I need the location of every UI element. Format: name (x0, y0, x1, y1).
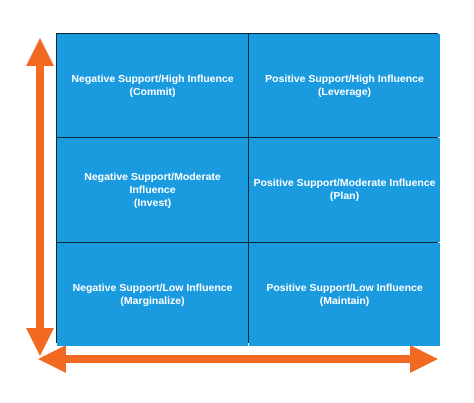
quadrant-positive-low: Positive Support/Low Influence (Maintain… (249, 243, 440, 346)
horizontal-axis-arrowhead-left (38, 345, 66, 373)
quadrant-positive-moderate: Positive Support/Moderate Influence (Pla… (249, 138, 440, 242)
quadrant-title: Negative Support/Moderate Influence (84, 170, 221, 196)
horizontal-axis-arrowhead-right (410, 345, 438, 373)
quadrant-title: Negative Support/Low Influence (72, 281, 233, 294)
quadrant-action: (Leverage) (317, 85, 372, 98)
quadrant-title: Positive Support/Moderate Influence (253, 177, 436, 189)
quadrant-grid: Negative Support/High Influence (Commit)… (56, 33, 440, 346)
quadrant-title: Positive Support/High Influence (265, 72, 424, 85)
quadrant-action: (Commit) (129, 85, 176, 98)
quadrant-negative-low: Negative Support/Low Influence (Marginal… (57, 243, 248, 346)
vertical-axis-arrowhead-bottom (26, 328, 54, 356)
quadrant-title: Positive Support/Low Influence (266, 281, 423, 294)
quadrant-action: (Invest) (133, 196, 172, 209)
quadrant-positive-high: Positive Support/High Influence (Leverag… (249, 34, 440, 137)
quadrant-negative-high: Negative Support/High Influence (Commit) (57, 34, 248, 137)
vertical-axis-arrowhead-top (26, 38, 54, 66)
quadrant-action: (Marginalize) (120, 294, 185, 307)
quadrant-title: Negative Support/High Influence (71, 72, 234, 85)
quadrant-action: (Maintain) (319, 294, 370, 307)
quadrant-action: (Plan) (329, 190, 360, 202)
quadrant-negative-moderate: Negative Support/Moderate Influence (Inv… (57, 138, 248, 242)
